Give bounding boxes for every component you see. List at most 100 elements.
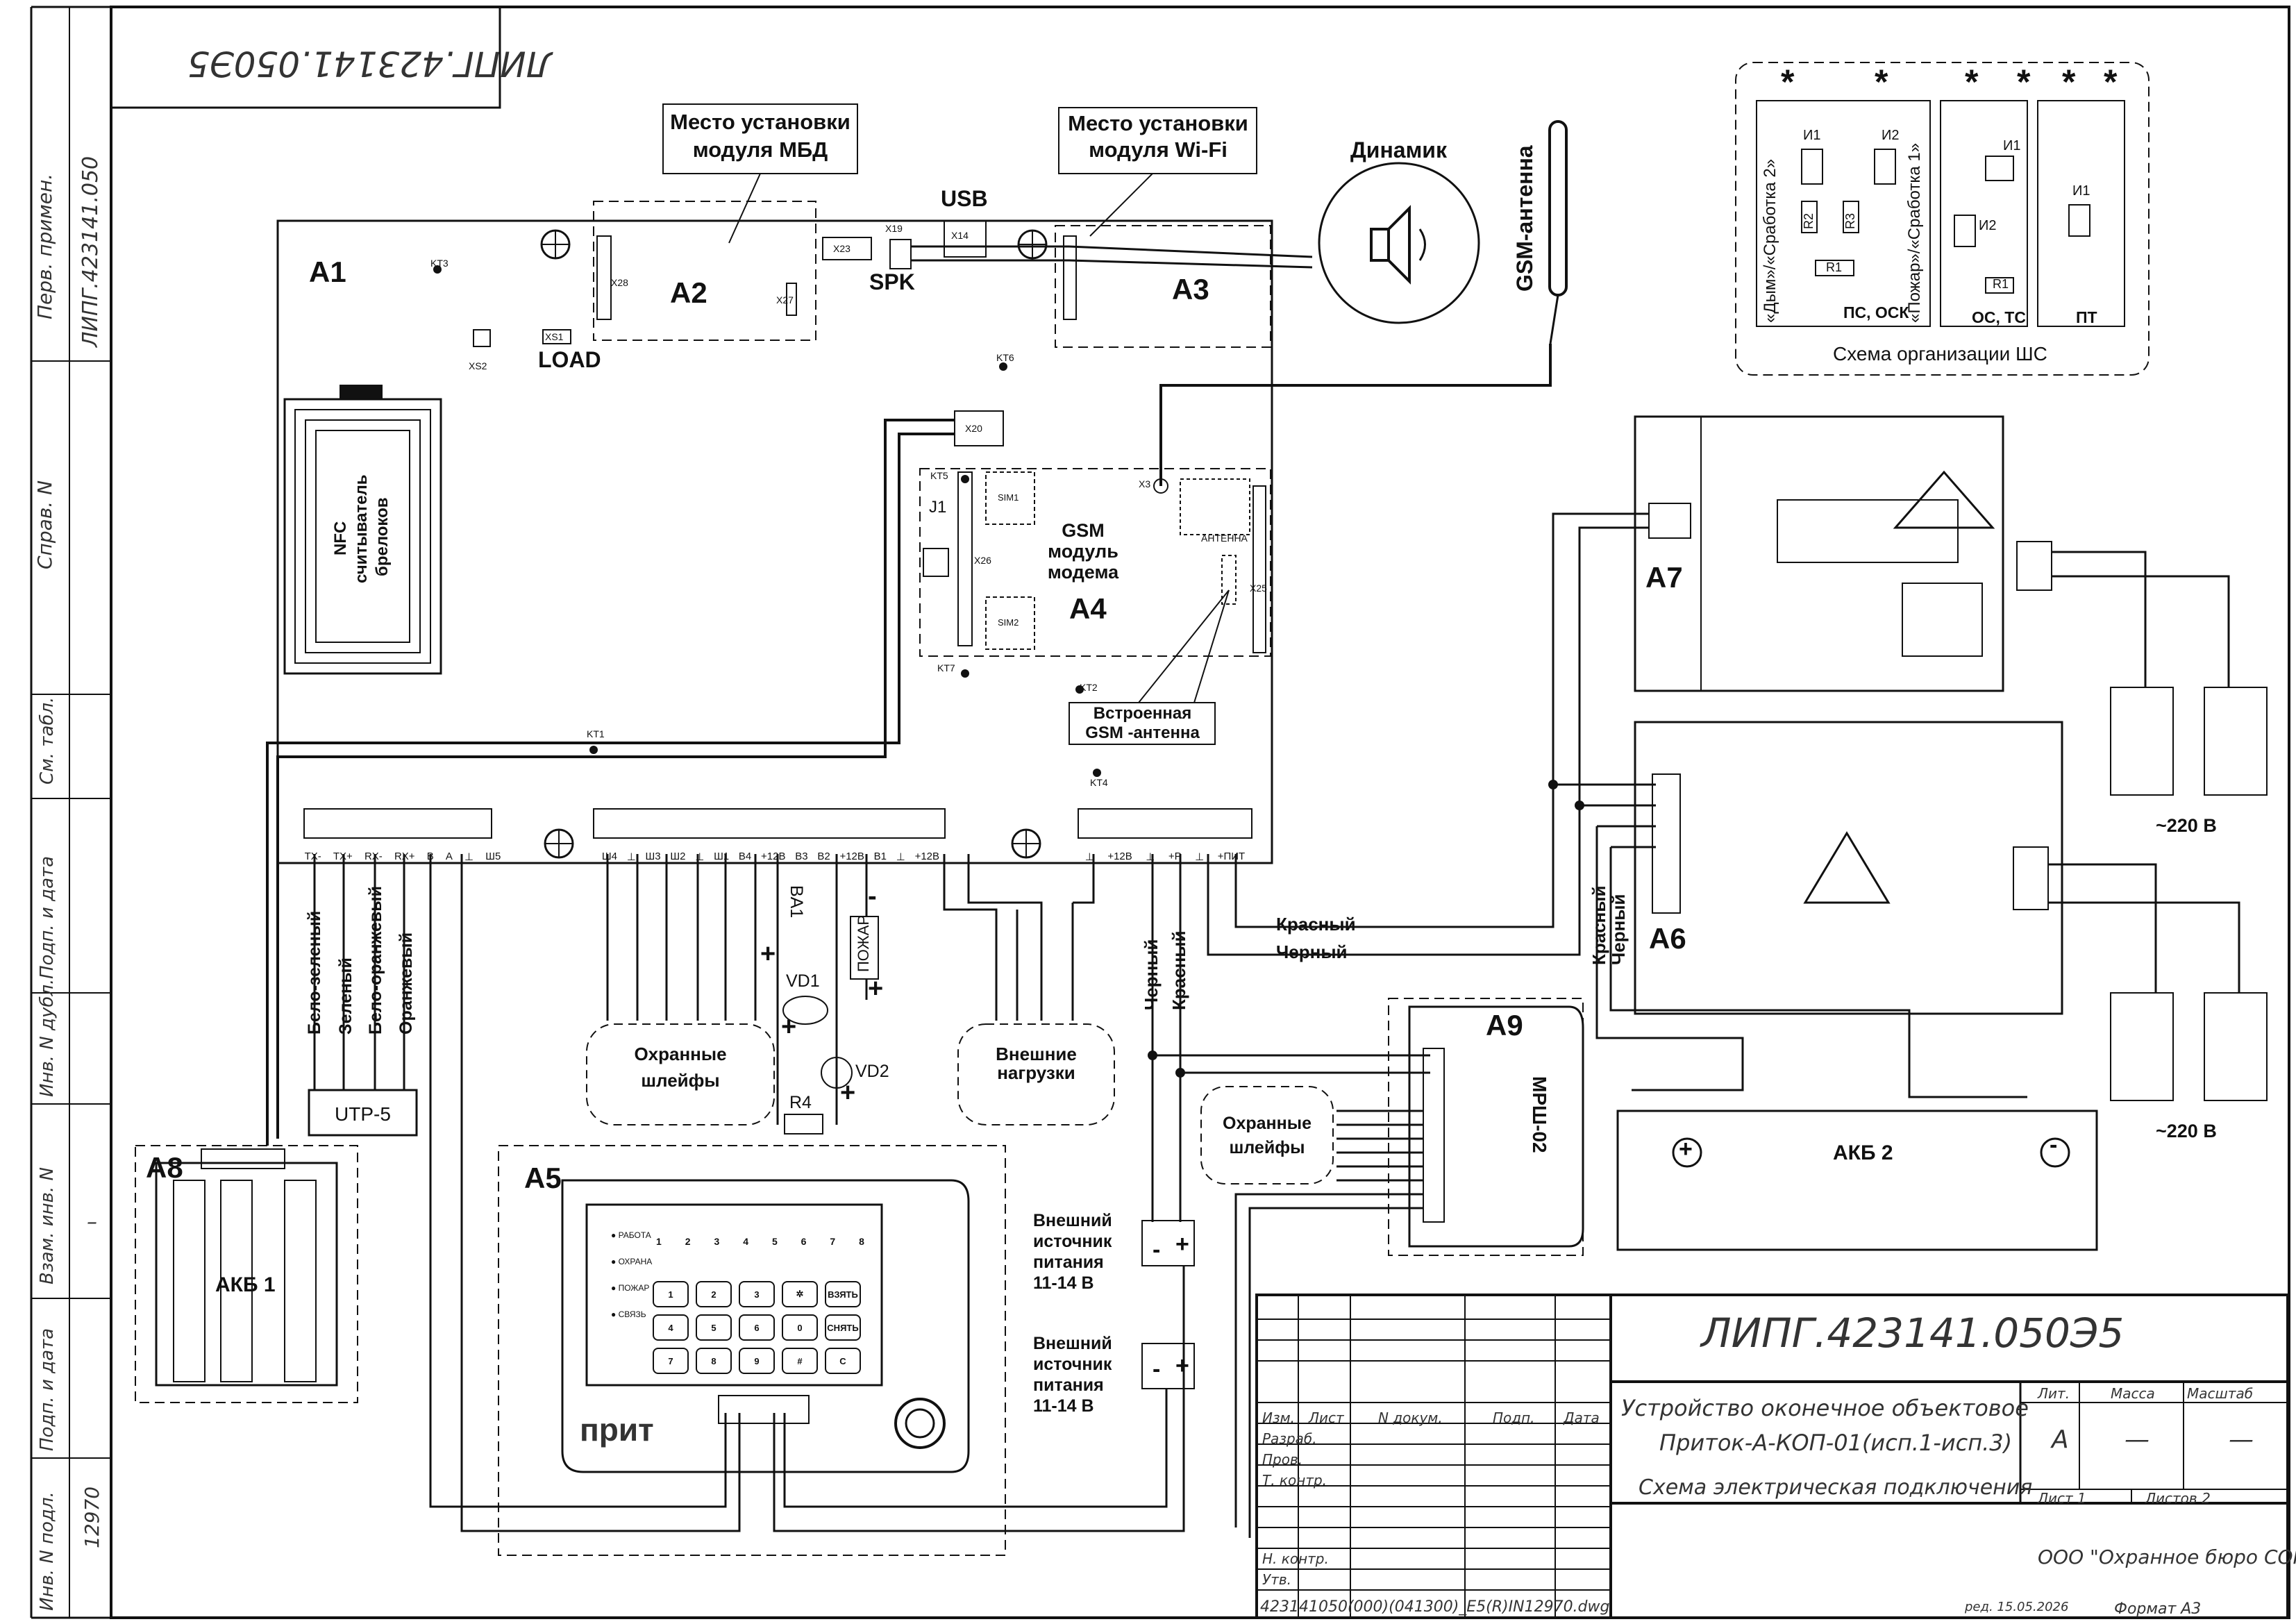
terminal-label: В1: [873, 851, 887, 862]
terminal-label: ⊥: [695, 851, 705, 863]
ext-src-a-1: Внешний: [1033, 1211, 1112, 1230]
keypad-key[interactable]: 2: [696, 1281, 732, 1307]
mrsh-label: МРШ-02: [1529, 1076, 1550, 1153]
ext-src-a-minus: -: [1153, 1237, 1161, 1263]
row-razrab: Разраб.: [1262, 1430, 1317, 1447]
side-sprav: Справ. N: [33, 480, 56, 569]
ext-src-a-2: источник: [1033, 1232, 1112, 1251]
keypad-key[interactable]: 6: [739, 1314, 775, 1341]
x28: X28: [611, 277, 628, 288]
col-izm: Изм.: [1262, 1409, 1296, 1426]
sim2: SIM2: [998, 617, 1019, 628]
vd2-label: VD2: [855, 1062, 889, 1081]
shs-i1-a: И1: [1803, 128, 1821, 143]
black-vert-a6: Черный: [1608, 894, 1629, 965]
shs-i2-b: И2: [1979, 218, 1997, 233]
terminal-label: B: [426, 851, 434, 862]
keypad-led-number: 5: [771, 1236, 778, 1247]
keypad-key[interactable]: С: [825, 1348, 861, 1374]
keypad-key[interactable]: 0: [782, 1314, 818, 1341]
keypad-key[interactable]: 4: [653, 1314, 689, 1341]
plus-pozhar: +: [868, 974, 884, 1003]
keypad-key[interactable]: 3: [739, 1281, 775, 1307]
sheet-label: Лист 1: [2038, 1490, 2086, 1507]
row-utv: Утв.: [1262, 1571, 1291, 1588]
x19: X19: [885, 223, 903, 234]
x14: X14: [951, 230, 969, 241]
terminal-label: ⊥: [626, 851, 636, 863]
keypad-brand: прит: [580, 1412, 654, 1448]
org-label: ООО "Охранное бюро СОКРАТ": [2038, 1546, 2296, 1568]
keypad-led-label: ● ПОЖАР: [611, 1283, 650, 1293]
shs-r3: R3: [1843, 212, 1857, 229]
ext-src-a-3: питания: [1033, 1253, 1104, 1272]
r4-label: R4: [789, 1093, 812, 1112]
terminal-label: +Р: [1168, 851, 1182, 862]
keypad-led-number: 4: [743, 1236, 748, 1247]
wire-o: Оранжевый: [396, 932, 416, 1035]
keypad-key[interactable]: 5: [696, 1314, 732, 1341]
terminal-label: +ПИТ: [1217, 851, 1246, 862]
side-vzam-inv: Взам. инв. N: [37, 1167, 58, 1284]
terminal-labels-right: ⊥+12В⊥+Р⊥+ПИТ: [1078, 851, 1252, 871]
keypad-led-label: ● СВЯЗЬ: [611, 1309, 646, 1319]
keypad-key[interactable]: #: [782, 1348, 818, 1374]
label-load: LOAD: [538, 347, 601, 372]
keypad-led-number: 6: [801, 1236, 807, 1247]
keypad-led-number: 1: [656, 1236, 662, 1247]
shs-star-2: *: [1875, 62, 1888, 101]
shs-star-1: *: [1781, 62, 1795, 101]
xs1: XS1: [545, 331, 564, 342]
terminal-label: ⊥: [1084, 851, 1094, 863]
shs-r1-b: R1: [1993, 277, 2009, 291]
nfc-line-2: считыватель: [352, 474, 371, 583]
terminal-label: В4: [738, 851, 752, 862]
row-nkontr: Н. контр.: [1262, 1550, 1329, 1567]
gsm-module-3: модема: [1047, 562, 1119, 583]
loops-a9-1: Охранные: [1223, 1114, 1312, 1133]
keypad-key[interactable]: 7: [653, 1348, 689, 1374]
side-inv-podl: Инв. N подл.: [37, 1491, 58, 1611]
filename-label: 423141050(000)(041300)_E5(R)IN12970.dwg: [1260, 1598, 1610, 1616]
loads-1: Внешние: [996, 1044, 1077, 1064]
wire-bz: Бело-зеленый: [305, 910, 324, 1035]
label-gsm-antenna: GSM-антенна: [1512, 145, 1537, 292]
keypad-led-number: 2: [685, 1236, 691, 1247]
terminal-label: +12В: [839, 851, 864, 862]
terminal-label: ⊥: [896, 851, 905, 863]
builtin-antenna-2: GSM -антенна: [1085, 723, 1200, 742]
keypad-key[interactable]: ✲: [782, 1281, 818, 1307]
kt5: KT5: [930, 470, 948, 481]
shs-star-6: *: [2104, 62, 2118, 101]
keypad-key[interactable]: 9: [739, 1348, 775, 1374]
terminal-label: В3: [795, 851, 808, 862]
x27: X27: [776, 294, 794, 305]
loops-1: Охранные: [634, 1044, 727, 1064]
label-usb: USB: [941, 186, 988, 211]
pozhar-label: ПОЖАР: [855, 914, 872, 972]
x3: X3: [1139, 478, 1151, 489]
side-podp-data: Подп. и дата: [37, 855, 58, 979]
terminal-label: +12В: [1107, 851, 1132, 862]
builtin-antenna-1: Встроенная: [1093, 704, 1192, 723]
terminal-label: Ш4: [601, 851, 617, 862]
red-label: Красный: [1276, 914, 1356, 935]
side-dash: –: [87, 1210, 97, 1234]
shs-ps-osk: ПС, ОСК: [1843, 303, 1909, 321]
keypad-key[interactable]: 1: [653, 1281, 689, 1307]
label-a4: А4: [1069, 592, 1107, 625]
ext-src-b-plus: +: [1175, 1353, 1189, 1379]
minus-pozhar: -: [868, 882, 877, 911]
x25: X25: [1250, 583, 1267, 594]
keypad-key[interactable]: СНЯТЬ: [825, 1314, 861, 1341]
gsm-module-1: GSM: [1062, 520, 1105, 541]
keypad-key[interactable]: ВЗЯТЬ: [825, 1281, 861, 1307]
col-podp: Подп.: [1493, 1409, 1535, 1426]
lit-value: А: [2052, 1425, 2069, 1454]
keypad-key[interactable]: 8: [696, 1348, 732, 1374]
x20: X20: [965, 423, 982, 434]
shs-i1-c: И1: [2072, 183, 2090, 199]
terminal-label: Ш5: [485, 851, 501, 862]
